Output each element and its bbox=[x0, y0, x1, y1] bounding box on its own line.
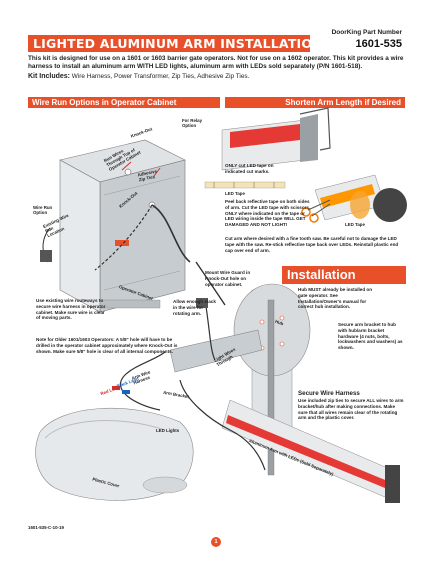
secure-wire-title: Secure Wire Harness bbox=[298, 390, 360, 397]
page-title: LIGHTED ALUMINUM ARM INSTALLATION KIT bbox=[33, 36, 351, 51]
operator-cabinet-illustration bbox=[59, 139, 186, 313]
intro-text: This kit is designed for use on a 1601 o… bbox=[28, 55, 404, 70]
document-code: 1601-535-C-10-19 bbox=[28, 525, 64, 530]
aluminum-arm-illustration bbox=[221, 399, 400, 503]
wire-option-label: Wire Run Option bbox=[33, 205, 53, 215]
cut-arm-note: Cut arm where desired with a fine tooth … bbox=[225, 236, 399, 253]
section-installation-title: Installation bbox=[287, 267, 356, 282]
allow-slack-note: Allow enough slack in the wire for rotat… bbox=[173, 299, 216, 316]
section-wire-run: Wire Run Options in Operator Cabinet bbox=[28, 97, 220, 108]
secure-wire-note: Use included zip ties to secure ALL wire… bbox=[298, 398, 404, 421]
page-number: 1 bbox=[211, 537, 221, 547]
arm-cut-illustration bbox=[204, 107, 407, 223]
section-wire-run-title: Wire Run Options in Operator Cabinet bbox=[32, 98, 177, 107]
older-operators-note: Note for Older 1601/1603 Operators: A 5/… bbox=[36, 337, 178, 354]
tape-icon bbox=[350, 191, 370, 219]
transformer-icon bbox=[40, 250, 52, 262]
led-lights-label: LED Lights bbox=[156, 428, 180, 433]
scissors-icon bbox=[301, 199, 331, 223]
end-cap bbox=[373, 188, 407, 222]
hub-illustration bbox=[233, 283, 311, 476]
led-tape-label-1: LED Tape bbox=[225, 191, 245, 196]
title-banner: LIGHTED ALUMINUM ARM INSTALLATION KIT bbox=[28, 35, 351, 52]
arm-bracket-illustration bbox=[169, 329, 263, 373]
kit-label: Kit Includes: bbox=[28, 73, 71, 80]
only-cut-note: ONLY cut LED tape on indicated cut marks… bbox=[225, 163, 274, 174]
wire-guard-icon bbox=[196, 298, 208, 308]
part-number-label: DoorKing Part Number bbox=[331, 29, 402, 36]
part-number: 1601-535 bbox=[355, 38, 403, 50]
for-relay-label: For Relay Option bbox=[182, 118, 203, 128]
kit-items: Wire Harness, Power Transformer, Zip Tie… bbox=[71, 73, 250, 80]
section-shorten-title: Shorten Arm Length if Desired bbox=[285, 98, 401, 107]
hub-installed-note: Hub MUST already be installed on gate op… bbox=[298, 287, 373, 310]
section-installation: Installation bbox=[282, 266, 406, 284]
secure-arm-note: Secure arm bracket to hub with hub/arm b… bbox=[338, 322, 403, 351]
saw-icon bbox=[299, 107, 331, 151]
use-existing-note: Use existing wire routeways to secure wi… bbox=[36, 298, 106, 321]
peel-back-note: Peel back reflective tape on both sides … bbox=[225, 199, 311, 228]
kit-includes: Kit Includes: Wire Harness, Power Transf… bbox=[28, 73, 408, 81]
section-shorten: Shorten Arm Length if Desired bbox=[225, 97, 405, 108]
led-tape-label-2: LED Tape bbox=[345, 222, 365, 227]
mount-wire-guard-note: Mount Wire Guard in Knock-Out hole on op… bbox=[205, 270, 251, 287]
